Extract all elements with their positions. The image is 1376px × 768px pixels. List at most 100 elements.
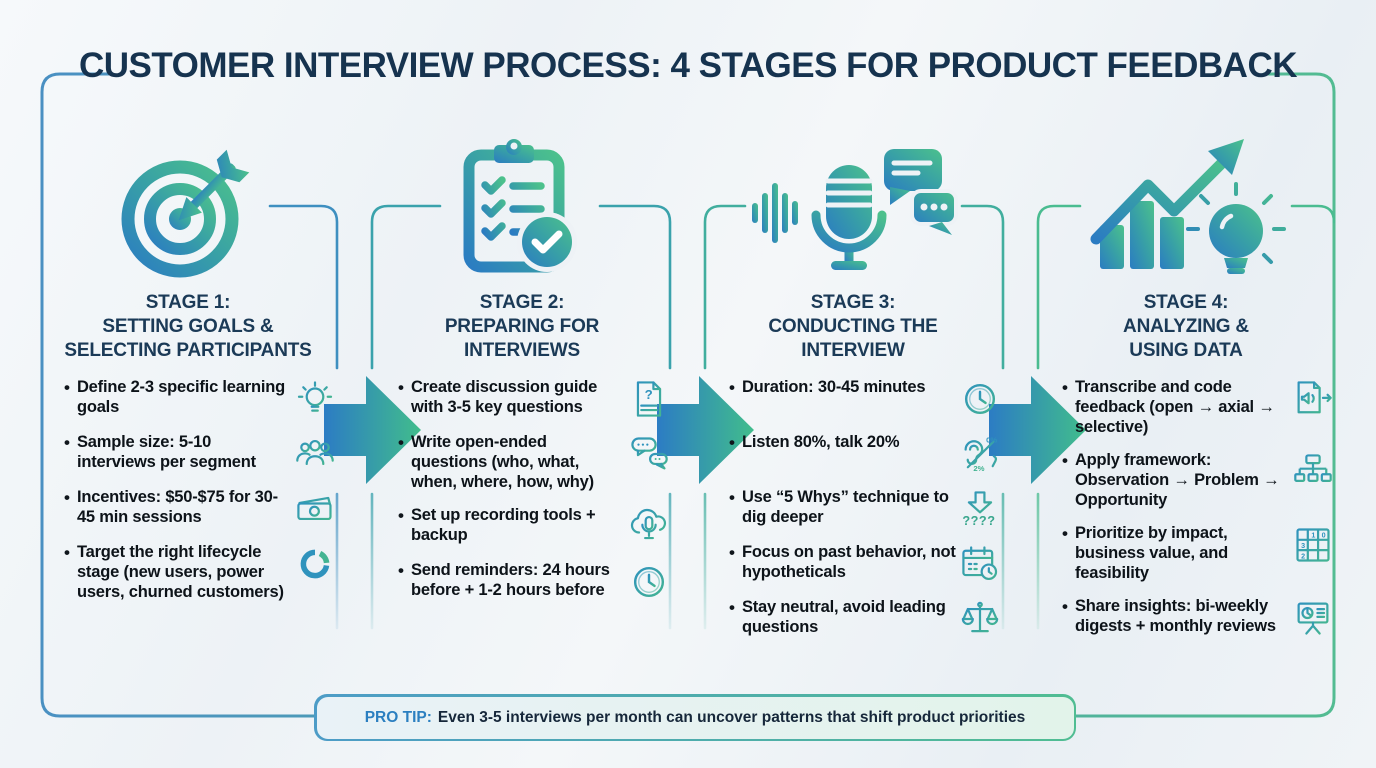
bullet-item: • Listen 80%, talk 20% 0% 2% (703, 433, 1003, 475)
bullet-text: Create discussion guide with 3-5 key que… (410, 378, 598, 417)
bullet-list: • Create discussion guide with 3-5 key qu… (372, 378, 672, 603)
down-arrow-questions-icon: ???? (957, 488, 1003, 530)
donut-chart-icon (292, 543, 338, 585)
bullet-item: • Stay neutral, avoid leading questions (703, 598, 1003, 640)
process-arrow-icon (324, 376, 421, 484)
bullet-dot: • (398, 561, 404, 581)
bullet-list: • Define 2-3 specific learning goals • Samp… (38, 378, 338, 603)
bullet-list: • Duration: 30-45 minutes • Listen 80%, tal… (703, 378, 1003, 640)
bullet-dot: • (729, 378, 735, 398)
bullet-item: • Sample size: 5-10 interviews per segmen… (38, 433, 338, 475)
ear-listen-icon: 0% 2% (957, 433, 1003, 475)
bullet-item: •Apply framework: Observation → Problem … (1036, 451, 1336, 511)
bullet-item: • Duration: 30-45 minutes (703, 378, 1003, 420)
svg-text:2: 2 (1301, 552, 1305, 560)
bullet-dot: • (64, 378, 70, 398)
svg-text:1: 1 (1311, 531, 1315, 539)
bullet-dot: • (729, 598, 735, 618)
bullet-text: Listen 80%, talk 20% (741, 433, 900, 452)
bullet-item: • Send reminders: 24 hours before + 1-2 h… (372, 561, 672, 603)
target-dart-icon (38, 133, 338, 285)
bullet-text: Define 2-3 specific learning goals (76, 378, 286, 417)
bullet-dot: • (64, 543, 70, 563)
stage1-bracket (268, 204, 339, 630)
bullet-text: Send reminders: 24 hours before + 1-2 ho… (410, 561, 610, 600)
question-document-icon: ? (626, 378, 672, 420)
bullet-item: • Transcribe and code feedback (open → ax… (1036, 378, 1336, 438)
bullet-text: Share insights: bi-weekly digests + mont… (1074, 596, 1276, 635)
bullet-text: Use “5 Whys” technique to dig deeper (741, 488, 949, 527)
svg-text:3: 3 (1301, 542, 1305, 550)
stage-title: STAGE 4:ANALYZING &USING DATA (1123, 292, 1249, 362)
page-title: CUSTOMER INTERVIEW PROCESS: 4 STAGES FOR… (79, 46, 1298, 85)
process-arrow-icon (989, 376, 1086, 484)
bullet-dot: • (398, 506, 404, 526)
stage3-bracket (703, 204, 1005, 630)
calendar-clock-icon (957, 543, 1003, 585)
bullet-item: • Target the right lifecycle stage (new u… (38, 543, 338, 603)
bullet-dot: • (64, 488, 70, 508)
hierarchy-framework-icon (1290, 451, 1336, 493)
stage-title: STAGE 1:SETTING GOALS &SELECTING PARTICI… (64, 292, 312, 362)
bullet-item: • Share insights: bi-weekly digests + mon… (1036, 597, 1336, 639)
bullet-item: • Prioritize by impact, business value, a… (1036, 524, 1336, 584)
presentation-board-icon (1290, 597, 1336, 639)
stage-column-1: STAGE 1:SETTING GOALS &SELECTING PARTICI… (38, 133, 338, 603)
clock-icon (957, 378, 1003, 420)
stage2-bracket (370, 204, 672, 630)
user-group-icon (292, 433, 338, 475)
bullet-text: Set up recording tools + backup (410, 506, 596, 545)
bullet-dot: • (729, 488, 735, 508)
bullet-dot: • (64, 433, 70, 453)
stage-column-4: STAGE 4:ANALYZING &USING DATA • Transcribe… (1036, 133, 1336, 639)
pro-tip-text: Even 3-5 interviews per month can uncove… (437, 708, 1026, 726)
pro-tip-banner: PRO TIP: Even 3-5 interviews per month c… (314, 694, 1076, 741)
process-arrows (324, 376, 1086, 484)
bullet-dot: • (729, 433, 735, 453)
balance-scale-icon (957, 598, 1003, 640)
bullet-item: • Focus on past behavior, not hypothetica… (703, 543, 1003, 585)
bullet-item: • Define 2-3 specific learning goals (38, 378, 338, 420)
process-arrow-icon (657, 376, 754, 484)
svg-text:????: ???? (962, 513, 995, 528)
cloud-microphone-icon (626, 506, 672, 548)
bullet-item: • Incentives: $50-$75 for 30-45 min sessi… (38, 488, 338, 530)
growth-chart-bulb-icon (1036, 133, 1336, 285)
bullet-list: • Transcribe and code feedback (open → ax… (1036, 378, 1336, 639)
microphone-speech-icon (703, 133, 1003, 285)
pro-tip-content: PRO TIP: Even 3-5 interviews per month c… (316, 696, 1074, 739)
bullet-text: Prioritize by impact, business value, an… (1074, 524, 1228, 582)
clock-icon (626, 561, 672, 603)
bullet-text: Focus on past behavior, not hypothetical… (741, 543, 956, 582)
bullet-item: • Write open-ended questions (who, what, … (372, 433, 672, 493)
bullet-dot: • (1062, 451, 1068, 471)
svg-text:0: 0 (1322, 531, 1326, 539)
audio-transcript-icon (1290, 378, 1336, 420)
bullet-dot: • (398, 378, 404, 398)
banknote-icon (292, 488, 338, 530)
bullet-dot: • (398, 433, 404, 453)
clipboard-checklist-icon (372, 133, 672, 285)
svg-text:0%: 0% (986, 436, 997, 445)
bullet-text: Incentives: $50-$75 for 30-45 min sessio… (76, 488, 278, 527)
bullet-dot: • (1062, 524, 1068, 544)
bullet-text: Stay neutral, avoid leading questions (741, 598, 946, 637)
bullet-text: Duration: 30-45 minutes (741, 378, 926, 397)
bullet-text: Target the right lifecycle stage (new us… (76, 543, 284, 602)
bullet-dot: • (1062, 378, 1068, 398)
svg-text:?: ? (645, 387, 653, 402)
bullet-text: Sample size: 5-10 interviews per segment (76, 433, 256, 472)
bullet-text: Transcribe and code feedback (open → axi… (1074, 378, 1275, 437)
bullet-item: • Set up recording tools + backup (372, 506, 672, 548)
bullet-text: Write open-ended questions (who, what, w… (410, 433, 594, 492)
speech-bubbles-icon (626, 433, 672, 475)
bullet-dot: • (729, 543, 735, 563)
svg-text:2%: 2% (973, 465, 984, 474)
pro-tip-label: PRO TIP: (364, 708, 432, 726)
bullet-dot: • (1062, 596, 1068, 616)
